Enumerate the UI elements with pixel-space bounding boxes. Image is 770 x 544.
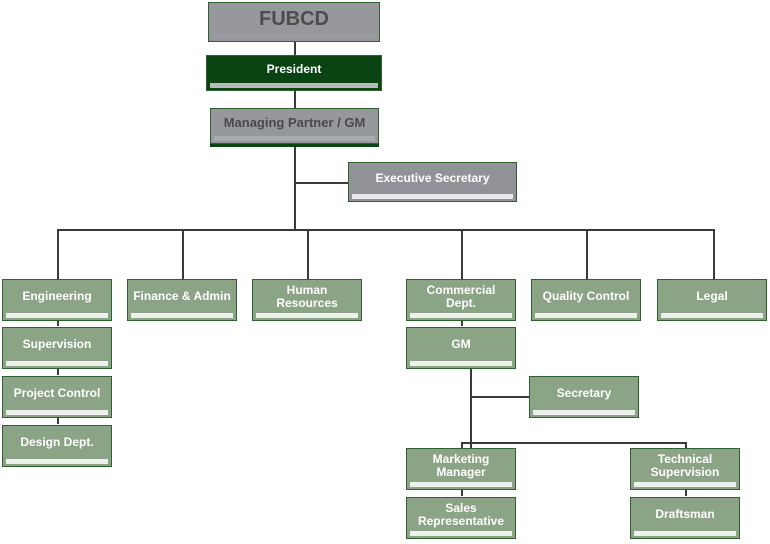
node-sales-representative-label: Sales Representative bbox=[417, 500, 505, 528]
connector-commercial-to-gm bbox=[461, 320, 463, 326]
connector-drop-legal bbox=[713, 229, 715, 279]
connector-drop-marketing-manager bbox=[461, 442, 463, 449]
node-sales-representative[interactable]: Sales Representative bbox=[406, 497, 516, 539]
connector-drop-quality bbox=[586, 229, 588, 279]
node-finance-admin[interactable]: Finance & Admin bbox=[127, 279, 237, 321]
node-president-label: President bbox=[266, 62, 322, 77]
connector-commercial-bus bbox=[461, 442, 686, 444]
node-executive-secretary[interactable]: Executive Secretary bbox=[348, 162, 517, 202]
node-commercial-gm[interactable]: GM bbox=[406, 327, 516, 369]
connector-gm-to-secretary bbox=[470, 396, 529, 398]
node-commercial-gm-label: GM bbox=[451, 337, 471, 352]
connector-drop-commercial bbox=[461, 229, 463, 279]
connector-commercial-gm-trunk bbox=[470, 369, 472, 452]
node-managing-partner-gm[interactable]: Managing Partner / GM bbox=[210, 108, 379, 144]
node-quality-control-label: Quality Control bbox=[542, 289, 630, 304]
node-supervision[interactable]: Supervision bbox=[2, 327, 112, 369]
node-human-resources-label: Human Resources bbox=[276, 282, 338, 310]
connector-gm-trunk bbox=[294, 145, 296, 230]
connector-president-to-gm bbox=[294, 90, 296, 109]
node-finance-admin-label: Finance & Admin bbox=[133, 289, 231, 304]
connector-marketing-to-sales-rep bbox=[461, 489, 463, 496]
connector-drop-technical-supervision bbox=[685, 442, 687, 449]
node-president[interactable]: President bbox=[206, 55, 382, 91]
connector-drop-finance bbox=[182, 229, 184, 279]
node-quality-control[interactable]: Quality Control bbox=[531, 279, 641, 321]
connector-tech-sup-to-draftsman bbox=[685, 489, 687, 496]
node-fubcd-label: FUBCD bbox=[259, 7, 329, 30]
node-commercial-dept[interactable]: Commercial Dept. bbox=[406, 279, 516, 321]
managing-partner-accent-strip bbox=[210, 143, 379, 147]
connector-drop-hr bbox=[307, 229, 309, 279]
node-engineering-label: Engineering bbox=[22, 289, 92, 304]
node-design-dept[interactable]: Design Dept. bbox=[2, 425, 112, 467]
node-managing-partner-gm-label: Managing Partner / GM bbox=[223, 114, 366, 130]
connector-department-bus bbox=[57, 229, 714, 231]
node-draftsman[interactable]: Draftsman bbox=[630, 497, 740, 539]
node-human-resources[interactable]: Human Resources bbox=[252, 279, 362, 321]
connector-gm-to-exec-secretary bbox=[294, 182, 350, 184]
node-marketing-manager[interactable]: Marketing Manager bbox=[406, 448, 516, 490]
connector-root-to-president bbox=[294, 41, 296, 58]
node-project-control-label: Project Control bbox=[13, 386, 101, 401]
node-technical-supervision[interactable]: Technical Supervision bbox=[630, 448, 740, 490]
node-project-control[interactable]: Project Control bbox=[2, 376, 112, 418]
node-supervision-label: Supervision bbox=[22, 337, 92, 352]
node-technical-supervision-label: Technical Supervision bbox=[650, 451, 720, 479]
connector-supervision-to-project-control bbox=[57, 369, 59, 375]
node-secretary-label: Secretary bbox=[556, 386, 612, 401]
connector-drop-engineering bbox=[57, 229, 59, 279]
node-draftsman-label: Draftsman bbox=[655, 507, 715, 522]
node-secretary[interactable]: Secretary bbox=[529, 376, 639, 418]
node-fubcd[interactable]: FUBCD bbox=[208, 2, 380, 42]
node-legal-label: Legal bbox=[696, 289, 728, 304]
node-marketing-manager-label: Marketing Manager bbox=[432, 451, 490, 479]
node-design-dept-label: Design Dept. bbox=[20, 435, 94, 450]
node-commercial-dept-label: Commercial Dept. bbox=[426, 282, 496, 310]
connector-project-control-to-design bbox=[57, 418, 59, 424]
node-executive-secretary-label: Executive Secretary bbox=[375, 171, 490, 186]
node-engineering[interactable]: Engineering bbox=[2, 279, 112, 321]
connector-engineering-to-supervision bbox=[57, 320, 59, 326]
node-legal[interactable]: Legal bbox=[657, 279, 767, 321]
